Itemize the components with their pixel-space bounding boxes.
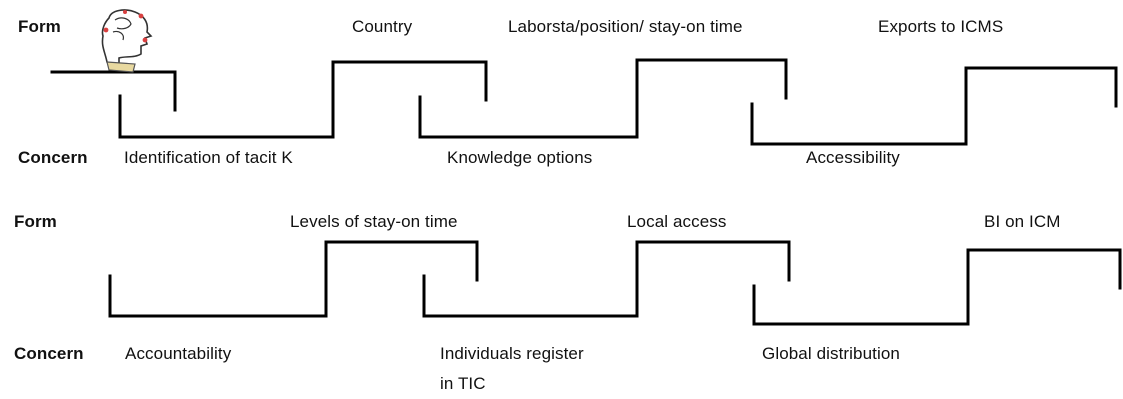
row1-concern-label: Concern: [18, 148, 88, 167]
row2-concern-segment-1: [108, 240, 479, 318]
row1-concern-segment-2: [418, 58, 788, 139]
row2-bottom-label-1: Individuals register in TIC: [440, 344, 584, 393]
row1-top-label-0: Country: [352, 17, 413, 36]
row1-bottom-label-0: Identification of tacit K: [124, 148, 293, 167]
row1-concern-segment-3: [750, 66, 1118, 146]
row1-concern-segment-1: [118, 60, 488, 139]
row2-form-label: Form: [14, 212, 57, 231]
row1-form-segment-0: [50, 70, 177, 112]
row2-top-label-2: BI on ICM: [984, 212, 1061, 231]
step-lines: [50, 58, 1122, 326]
row2-concern-segment-2: [422, 240, 791, 318]
row2-concern-label: Concern: [14, 344, 84, 363]
row2-concern-segment-3: [752, 248, 1122, 326]
thinking-head-icon: [101, 9, 153, 73]
row2-bottom-label-0: Accountability: [125, 344, 232, 363]
row1-top-label-1: Laborsta/position/ stay-on time: [508, 17, 743, 36]
row1-form-label: Form: [18, 17, 61, 36]
row1-bottom-label-2: Accessibility: [806, 148, 900, 167]
row2-top-label-0: Levels of stay-on time: [290, 212, 458, 231]
row1-top-label-2: Exports to ICMS: [878, 17, 1004, 36]
row2-top-label-1: Local access: [627, 212, 727, 231]
row2-bottom-label-2: Global distribution: [762, 344, 900, 363]
row1-bottom-label-1: Knowledge options: [447, 148, 593, 167]
